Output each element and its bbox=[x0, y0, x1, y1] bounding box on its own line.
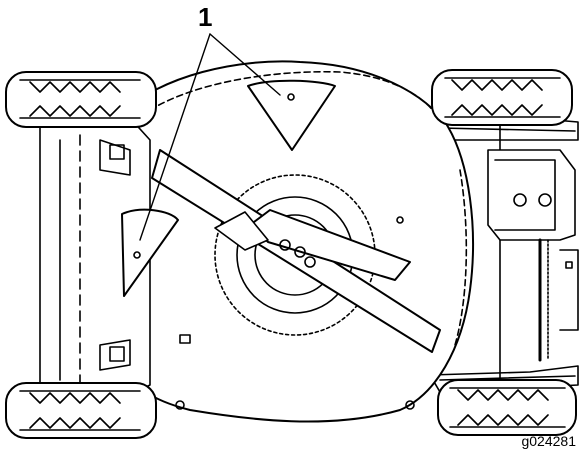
callout-number: 1 bbox=[198, 2, 213, 32]
front-right-wheel bbox=[432, 70, 572, 125]
upper-baffle bbox=[248, 81, 335, 150]
rear-left-wheel bbox=[6, 383, 156, 438]
front-left-wheel bbox=[6, 72, 156, 127]
deck-bolts bbox=[176, 217, 414, 409]
rear-right-wheel bbox=[438, 380, 576, 435]
callout-leader-lines bbox=[140, 34, 280, 240]
figure-id: g024281 bbox=[521, 433, 576, 449]
transmission bbox=[488, 150, 575, 360]
left-baffle bbox=[122, 210, 178, 296]
cutting-blade bbox=[152, 150, 440, 352]
